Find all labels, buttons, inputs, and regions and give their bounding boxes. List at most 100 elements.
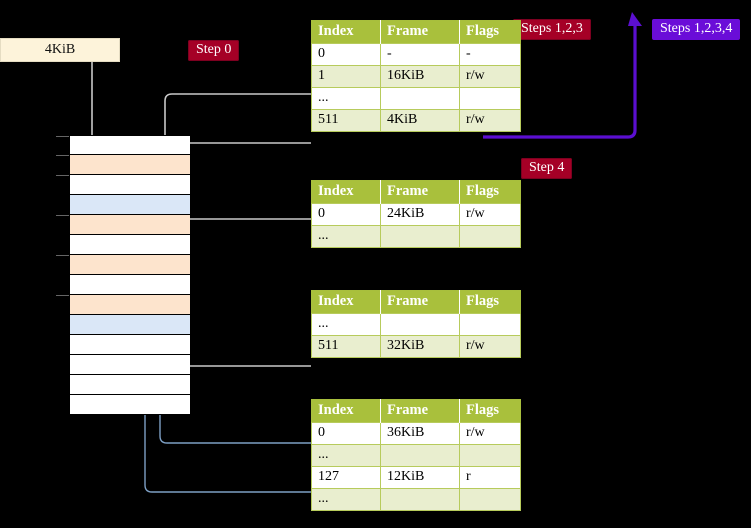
- column-header-index: Index: [311, 180, 381, 204]
- cell-flags: r/w: [459, 203, 521, 226]
- column-header-frame: Frame: [380, 290, 460, 314]
- cell-flags: r/w: [459, 335, 521, 358]
- cell-index: 511: [311, 109, 381, 132]
- wire-pt-row0-to-memory: [159, 342, 311, 444]
- memory-frame-row: [70, 315, 190, 335]
- physical-memory-column: [56, 135, 190, 415]
- memory-frame-row: [70, 335, 190, 355]
- memory-frame-row: [56, 215, 190, 235]
- memory-frame-row: [70, 355, 190, 375]
- cell-frame: -: [380, 43, 460, 66]
- cell-flags: r/w: [459, 109, 521, 132]
- column-header-index: Index: [311, 290, 381, 314]
- frame-size-label: 4KiB: [44, 42, 76, 57]
- badge-steps-1234: Steps 1,2,3,4: [652, 19, 741, 41]
- cell-frame: [380, 488, 460, 511]
- memory-row-tick: [56, 295, 69, 296]
- memory-frame-row: [70, 275, 190, 295]
- memory-frame-row: [56, 135, 190, 155]
- memory-row-tick: [56, 215, 69, 216]
- wire-pt-row127-to-memory: [144, 222, 311, 493]
- memory-frame-row: [56, 175, 190, 195]
- column-header-flags: Flags: [459, 399, 521, 423]
- column-header-index: Index: [311, 399, 381, 423]
- memory-row-tick: [56, 155, 69, 156]
- column-header-flags: Flags: [459, 180, 521, 204]
- cell-index: ...: [311, 488, 381, 511]
- cell-frame: [380, 313, 460, 336]
- wire-pdpt-row0-to-memory: [179, 218, 311, 245]
- cell-flags: [459, 488, 521, 511]
- table-row[interactable]: ...: [311, 313, 521, 336]
- memory-row-tick: [56, 175, 69, 176]
- badge-wrap-steps-123: Steps 1,2,3: [513, 19, 591, 41]
- frame-size-box: 4KiB: [0, 38, 120, 62]
- cell-flags: r: [459, 466, 521, 489]
- badge-step-4: Step 4: [521, 158, 573, 180]
- cell-index: 0: [311, 43, 381, 66]
- cell-flags: r/w: [459, 422, 521, 445]
- cell-frame: 24KiB: [380, 203, 460, 226]
- column-header-frame: Frame: [380, 20, 460, 44]
- table-row[interactable]: ...: [311, 488, 521, 511]
- cell-frame: 4KiB: [380, 109, 460, 132]
- cell-frame: 16KiB: [380, 65, 460, 88]
- cell-flags: -: [459, 43, 521, 66]
- cell-frame: 32KiB: [380, 335, 460, 358]
- cell-flags: [459, 225, 521, 248]
- cell-frame: [380, 444, 460, 467]
- cell-frame: [380, 87, 460, 110]
- memory-frame-row: [70, 395, 190, 415]
- badge-wrap-step-4: Step 4: [521, 158, 573, 180]
- badge-step-0: Step 0: [188, 40, 240, 62]
- cell-flags: [459, 87, 521, 110]
- wire-pml4-row511-to-memory: [179, 142, 311, 151]
- badge-wrap-steps-1234: Steps 1,2,3,4: [652, 19, 741, 41]
- cell-index: ...: [311, 444, 381, 467]
- cell-flags: [459, 313, 521, 336]
- cell-index: ...: [311, 225, 381, 248]
- wire-pml4-row1-to-memory: [164, 93, 311, 205]
- cell-frame: 12KiB: [380, 466, 460, 489]
- memory-frame-row: [56, 295, 190, 315]
- column-header-flags: Flags: [459, 20, 521, 44]
- table-row[interactable]: ...: [311, 225, 521, 248]
- memory-frame-row: [56, 255, 190, 275]
- badge-steps-123: Steps 1,2,3: [513, 19, 591, 41]
- memory-frame-row: [70, 235, 190, 255]
- wire-purple-bracket: [483, 24, 637, 139]
- memory-frame-row: [56, 155, 190, 175]
- cell-index: 0: [311, 203, 381, 226]
- column-header-index: Index: [311, 20, 381, 44]
- cell-index: 127: [311, 466, 381, 489]
- badge-wrap-step-0: Step 0: [188, 40, 240, 62]
- table-row[interactable]: 0--: [311, 43, 521, 66]
- memory-frame-row: [70, 195, 190, 215]
- table-row[interactable]: ...: [311, 444, 521, 467]
- memory-frame-row: [70, 375, 190, 395]
- table-row[interactable]: ...: [311, 87, 521, 110]
- cell-frame: 36KiB: [380, 422, 460, 445]
- arrowhead-purple: [628, 12, 642, 26]
- cell-index: 511: [311, 335, 381, 358]
- column-header-frame: Frame: [380, 180, 460, 204]
- cell-index: 1: [311, 65, 381, 88]
- cell-index: 0: [311, 422, 381, 445]
- column-header-flags: Flags: [459, 290, 521, 314]
